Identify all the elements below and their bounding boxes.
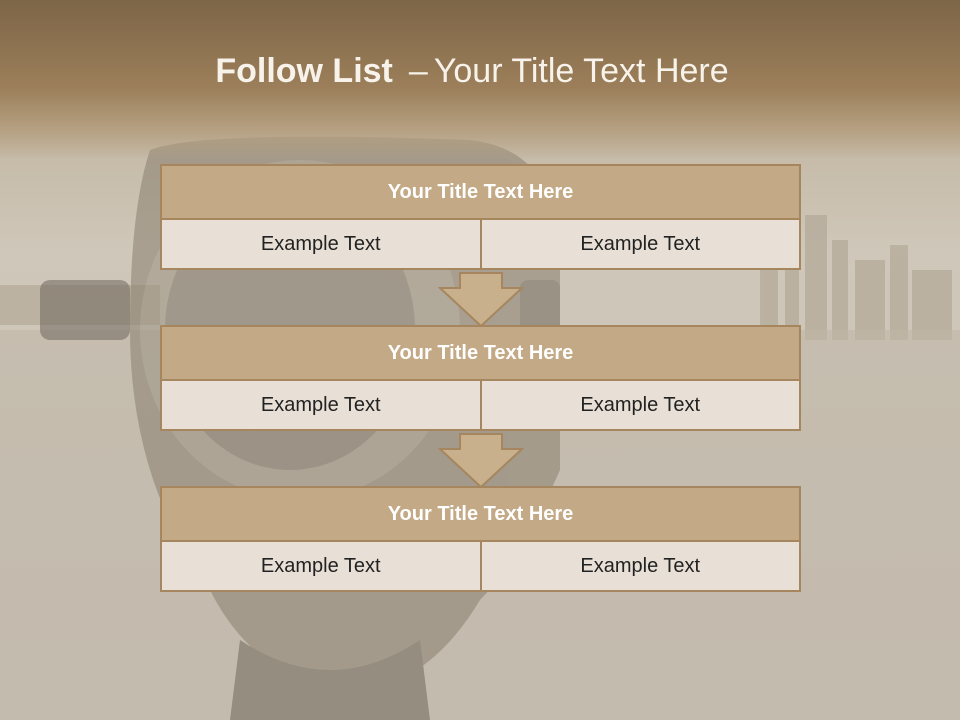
- block-cell-right: Example Text: [481, 220, 801, 270]
- block-row: Example Text Example Text: [160, 220, 801, 270]
- block-title: Your Title Text Here: [160, 486, 801, 542]
- slide-title-rest: Your Title Text Here: [433, 52, 729, 90]
- list-block-1: Your Title Text Here Example Text Exampl…: [160, 164, 801, 270]
- block-row: Example Text Example Text: [160, 381, 801, 431]
- list-block-2: Your Title Text Here Example Text Exampl…: [160, 325, 801, 431]
- block-title: Your Title Text Here: [160, 164, 801, 220]
- block-title: Your Title Text Here: [160, 325, 801, 381]
- block-cell-left: Example Text: [160, 542, 482, 592]
- block-row: Example Text Example Text: [160, 542, 801, 592]
- down-arrow-icon: [438, 433, 524, 489]
- down-arrow-icon: [438, 272, 524, 328]
- slide-title-bold: Follow List: [215, 52, 393, 90]
- slide-title: Follow List–Your Title Text Here: [0, 52, 944, 91]
- list-block-3: Your Title Text Here Example Text Exampl…: [160, 486, 801, 592]
- block-cell-right: Example Text: [481, 381, 801, 431]
- slide-title-dash: –: [408, 52, 428, 90]
- block-cell-left: Example Text: [160, 220, 482, 270]
- block-cell-left: Example Text: [160, 381, 482, 431]
- header-band: [0, 0, 960, 160]
- block-cell-right: Example Text: [481, 542, 801, 592]
